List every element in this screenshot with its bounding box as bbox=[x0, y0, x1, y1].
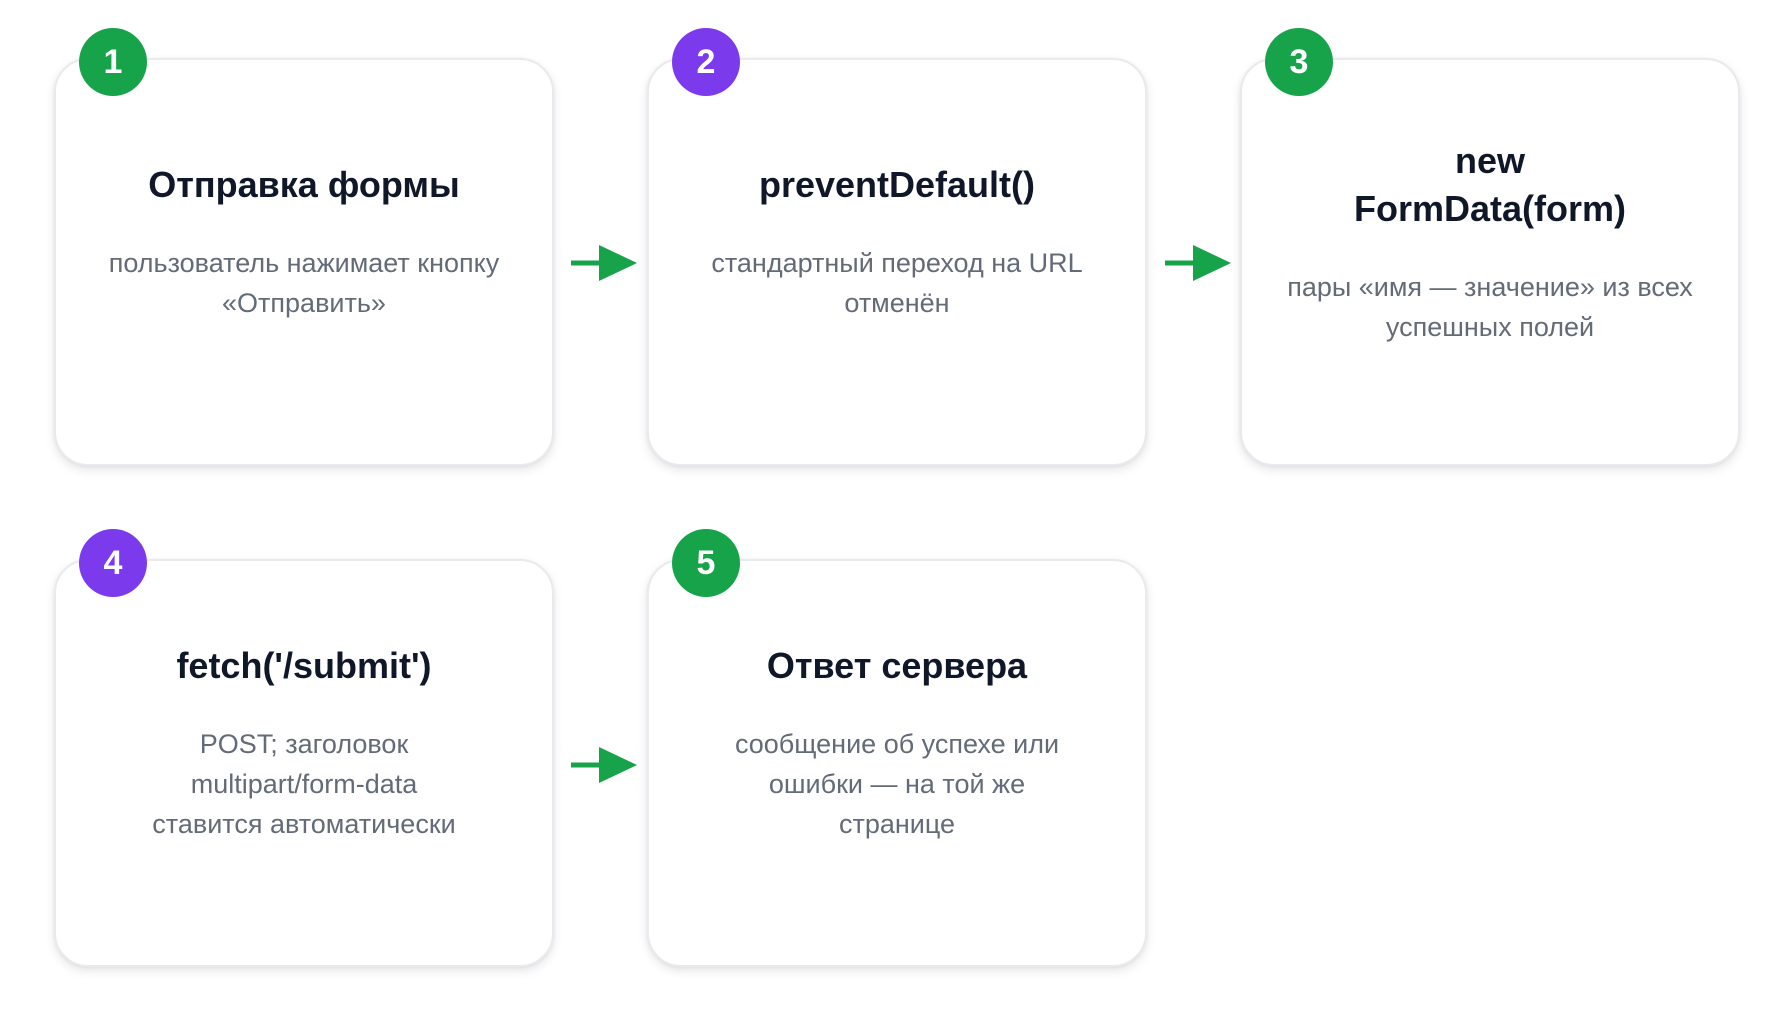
step-card-5: Ответ сервера сообщение об успехе или ош… bbox=[647, 559, 1147, 967]
step-title: Ответ сервера bbox=[766, 645, 1028, 686]
step-description: POST; заголовок multipart/form-data став… bbox=[152, 729, 456, 839]
step-card-2: preventDefault() стандартный переход на … bbox=[647, 58, 1147, 466]
step-card-3: new FormData(form) пары «имя — значение»… bbox=[1240, 58, 1740, 466]
step-title: fetch('/submit') bbox=[176, 645, 432, 686]
step-number-badge-4: 4 bbox=[79, 529, 147, 597]
step-description: пользователь нажимает кнопку «Отправить» bbox=[108, 248, 500, 318]
arrow-right-icon bbox=[1163, 243, 1231, 283]
step-number-badge-5: 5 bbox=[672, 529, 740, 597]
step-number-badge-3: 3 bbox=[1265, 28, 1333, 96]
step-number-badge-2: 2 bbox=[672, 28, 740, 96]
step-title: preventDefault() bbox=[758, 164, 1036, 205]
arrow-right-icon bbox=[569, 745, 637, 785]
step-card-4: fetch('/submit') POST; заголовок multipa… bbox=[54, 559, 554, 967]
step-description: стандартный переход на URL отменён bbox=[711, 248, 1083, 318]
step-title: Отправка формы bbox=[148, 164, 460, 205]
step-description: сообщение об успехе или ошибки — на той … bbox=[734, 729, 1060, 839]
step-number-badge-1: 1 bbox=[79, 28, 147, 96]
step-card-1: Отправка формы пользователь нажимает кно… bbox=[54, 58, 554, 466]
arrow-right-icon bbox=[569, 243, 637, 283]
step-title: new FormData(form) bbox=[1353, 140, 1626, 229]
step-description: пары «имя — значение» из всех успешных п… bbox=[1287, 272, 1693, 342]
